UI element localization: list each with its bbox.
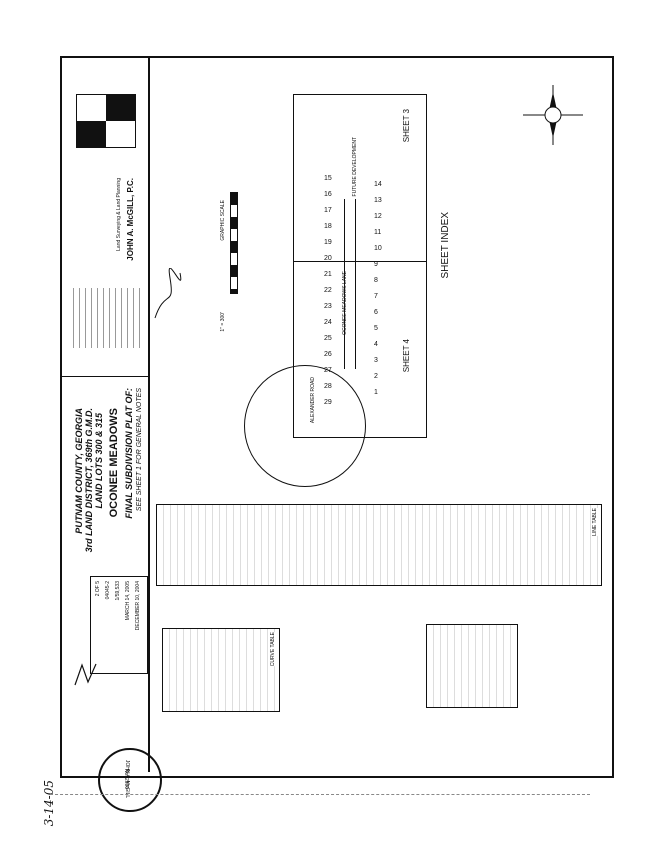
lot-8: 8 bbox=[374, 277, 378, 284]
lot-7: 7 bbox=[374, 293, 378, 300]
seal-number: No. 2800 bbox=[123, 768, 130, 790]
lot-3: 3 bbox=[374, 357, 378, 364]
lot-24: 24 bbox=[324, 319, 332, 326]
lot-18: 18 bbox=[324, 223, 332, 230]
sheet-divider bbox=[294, 261, 426, 262]
seal-date: 3-14-05 bbox=[42, 780, 56, 827]
curve-table-title: CURVE TABLE bbox=[270, 632, 276, 667]
lot-28: 28 bbox=[324, 383, 332, 390]
lot-10: 10 bbox=[374, 245, 382, 252]
north-arrow-icon bbox=[523, 85, 583, 145]
sheet-index-plan: SHEET 3 SHEET 4 FUTURE DEVELOPMENT OCONE… bbox=[244, 94, 427, 487]
lot-29: 29 bbox=[324, 399, 332, 406]
future-development: FUTURE DEVELOPMENT bbox=[352, 137, 358, 197]
lot-16: 16 bbox=[324, 191, 332, 198]
sheet-number: 2 OF 5 bbox=[95, 581, 101, 597]
lot-25: 25 bbox=[324, 335, 332, 342]
location-line1: LAND LOTS 300 & 315 bbox=[94, 413, 104, 509]
lot-26: 26 bbox=[324, 351, 332, 358]
info-box: DECEMBER 10, 2004 MARCH 14, 2005 1/59,53… bbox=[90, 576, 148, 674]
lot-11: 11 bbox=[374, 229, 382, 236]
sheet-4-label: SHEET 4 bbox=[402, 339, 411, 373]
company-name: JOHN A. McGILL, P.C. bbox=[126, 178, 135, 261]
plat-type: FINAL SUBDIVISION PLAT OF: bbox=[124, 388, 134, 519]
sheet-3-label: SHEET 3 bbox=[402, 109, 411, 143]
lot-1: 1 bbox=[374, 389, 378, 396]
line-table-secondary bbox=[426, 624, 518, 708]
lot-5: 5 bbox=[374, 325, 378, 332]
graphic-scale: GRAPHIC SCALE 1" = 300' bbox=[220, 192, 238, 332]
line-table: LINE TABLE bbox=[156, 504, 602, 586]
see-sheet-note: SEE SHEET 1 FOR GENERAL NOTES bbox=[136, 388, 143, 512]
date-drawn: MARCH 14, 2005 bbox=[125, 581, 131, 621]
lot-17: 17 bbox=[324, 207, 332, 214]
location-line2: 3rd LAND DISTRICT, 369th G.M.D. bbox=[84, 408, 94, 553]
lot-15: 15 bbox=[324, 175, 332, 182]
job-number: 04045-2 bbox=[105, 581, 111, 600]
scale-title: GRAPHIC SCALE bbox=[220, 200, 226, 241]
location-line3: PUTNAM COUNTY, GEORGIA bbox=[74, 408, 84, 534]
line-table-title: LINE TABLE bbox=[592, 508, 598, 536]
lot-14: 14 bbox=[374, 181, 382, 188]
lot-2: 2 bbox=[374, 373, 378, 380]
lot-numbers-top: 14 13 12 11 10 9 8 7 6 5 4 3 2 1 bbox=[374, 181, 388, 401]
scale-bar bbox=[230, 192, 238, 294]
lane-path bbox=[344, 199, 356, 369]
drawing-border bbox=[60, 56, 614, 778]
lot-4: 4 bbox=[374, 341, 378, 348]
lot-22: 22 bbox=[324, 287, 332, 294]
lot-21: 21 bbox=[324, 271, 332, 278]
line-table-body bbox=[156, 504, 602, 586]
lot-6: 6 bbox=[374, 309, 378, 316]
surveyor-cert-text bbox=[68, 288, 142, 348]
professional-seal: JOHN A. McGILL No. 2800 bbox=[98, 748, 162, 812]
lot-13: 13 bbox=[374, 197, 382, 204]
surveyor-initials bbox=[74, 663, 97, 686]
subdivision-name: OCONEE MEADOWS bbox=[108, 408, 120, 518]
lot-12: 12 bbox=[374, 213, 382, 220]
closure: 1/59,533 bbox=[115, 581, 121, 601]
company-logo bbox=[76, 94, 136, 148]
title-divider bbox=[62, 376, 148, 377]
title-block: JOHN A. McGILL, P.C. Land Surveying & La… bbox=[42, 58, 162, 826]
scan-edge-line bbox=[50, 794, 590, 795]
road-curve bbox=[244, 365, 366, 487]
line-table-secondary-body bbox=[426, 624, 518, 708]
owner-signature bbox=[154, 268, 182, 319]
scale-ratio: 1" = 300' bbox=[220, 312, 226, 332]
lot-19: 19 bbox=[324, 239, 332, 246]
company-subtitle: Land Surveying & Land Planning bbox=[116, 178, 122, 251]
curve-table: CURVE TABLE bbox=[162, 628, 280, 712]
lot-23: 23 bbox=[324, 303, 332, 310]
date-survey: DECEMBER 10, 2004 bbox=[135, 581, 141, 631]
lot-27: 27 bbox=[324, 367, 332, 374]
lot-9: 9 bbox=[374, 261, 378, 268]
sheet-index-title: SHEET INDEX bbox=[440, 212, 451, 279]
curve-table-body bbox=[162, 628, 280, 712]
lot-numbers-bottom: 15 16 17 18 19 20 21 22 23 24 25 26 27 2… bbox=[324, 175, 338, 415]
lot-20: 20 bbox=[324, 255, 332, 262]
